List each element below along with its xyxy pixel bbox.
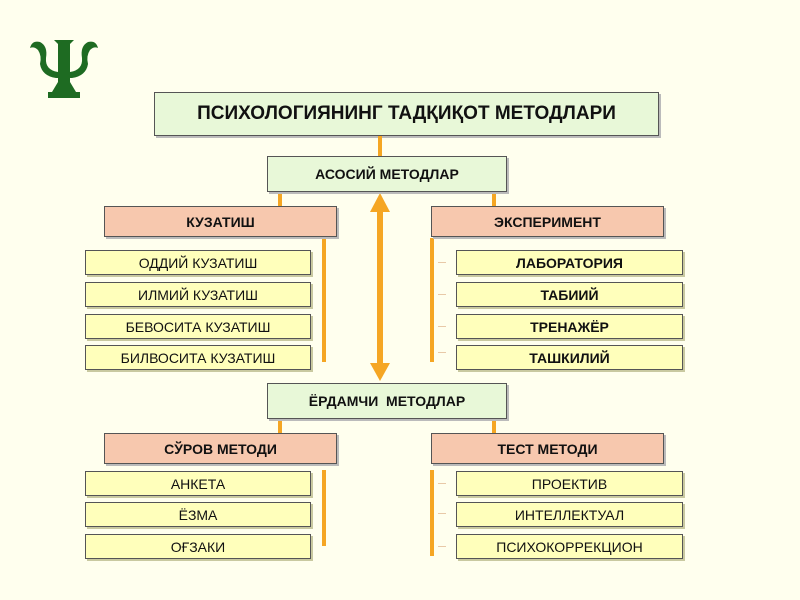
test-side-bar <box>430 470 434 556</box>
auxiliary-methods-box: ЁРДАМЧИ МЕТОДЛАР <box>267 383 507 419</box>
observation-item: БИЛВОСИТА КУЗАТИШ <box>85 345 311 370</box>
connector-aux-survey <box>278 419 282 433</box>
experiment-item: ТРЕНАЖЁР <box>456 314 683 339</box>
test-item: ИНТЕЛЛЕКТУАЛ <box>456 502 683 527</box>
test-item: ПРОЕКТИВ <box>456 471 683 496</box>
observation-side-bar <box>322 238 326 362</box>
diagram-title: ПСИХОЛОГИЯНИНГ ТАДҚИҚОТ МЕТОДЛАРИ <box>154 92 659 136</box>
test-tick <box>438 483 446 484</box>
observation-item: ИЛМИЙ КУЗАТИШ <box>85 282 311 307</box>
experiment-side-bar <box>430 238 434 362</box>
experiment-item: ЛАБОРАТОРИЯ <box>456 250 683 275</box>
test-tick <box>438 546 446 547</box>
connector-main-observation <box>278 192 282 206</box>
psi-logo-icon <box>30 40 98 98</box>
main-methods-box: АСОСИЙ МЕТОДЛАР <box>267 156 507 192</box>
observation-box: КУЗАТИШ <box>104 206 337 237</box>
experiment-tick <box>438 262 446 263</box>
experiment-item: ТАБИИЙ <box>456 282 683 307</box>
test-tick <box>438 513 446 514</box>
experiment-box: ЭКСПЕРИМЕНТ <box>431 206 664 237</box>
test-box: ТЕСТ МЕТОДИ <box>431 433 664 464</box>
connector-main-experiment <box>492 192 496 206</box>
connector-aux-test <box>492 419 496 433</box>
survey-box: СЎРОВ МЕТОДИ <box>104 433 337 464</box>
survey-item: АНКЕТА <box>85 471 311 496</box>
experiment-tick <box>438 294 446 295</box>
test-item: ПСИХОКОРРЕКЦИОН <box>456 534 683 559</box>
survey-side-bar <box>322 470 326 546</box>
experiment-item: ТАШКИЛИЙ <box>456 345 683 370</box>
observation-item: БЕВОСИТА КУЗАТИШ <box>85 314 311 339</box>
experiment-tick <box>438 326 446 327</box>
experiment-tick <box>438 352 446 353</box>
observation-item: ОДДИЙ КУЗАТИШ <box>85 250 311 275</box>
connector-title-main <box>378 136 382 156</box>
survey-item: ЁЗМА <box>85 502 311 527</box>
survey-item: ОҒЗАКИ <box>85 534 311 559</box>
